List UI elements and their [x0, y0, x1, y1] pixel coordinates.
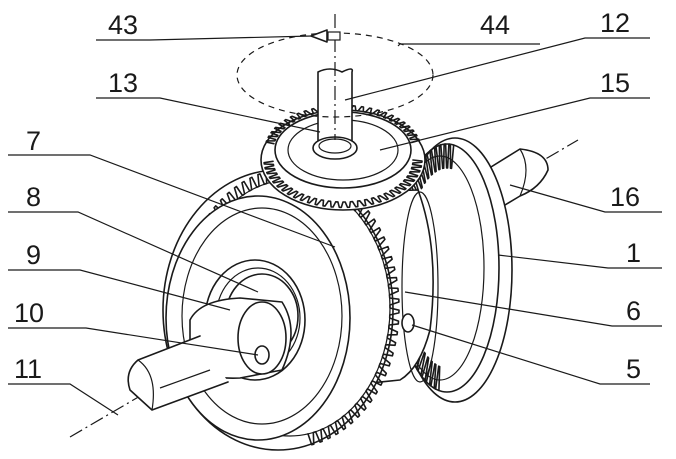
label-8: 8 — [26, 182, 41, 212]
label-5: 5 — [626, 354, 641, 384]
label-1: 1 — [626, 238, 641, 268]
label-9: 9 — [26, 240, 41, 270]
label-7: 7 — [26, 126, 41, 156]
hole-5 — [402, 314, 414, 332]
label-12: 12 — [600, 8, 630, 38]
label-43: 43 — [108, 10, 138, 40]
label-44: 44 — [480, 10, 510, 40]
label-13: 13 — [108, 68, 138, 98]
label-15: 15 — [600, 68, 630, 98]
label-16: 16 — [610, 182, 640, 212]
label-6: 6 — [626, 296, 641, 326]
label-10: 10 — [14, 298, 44, 328]
label-11: 11 — [14, 354, 42, 384]
